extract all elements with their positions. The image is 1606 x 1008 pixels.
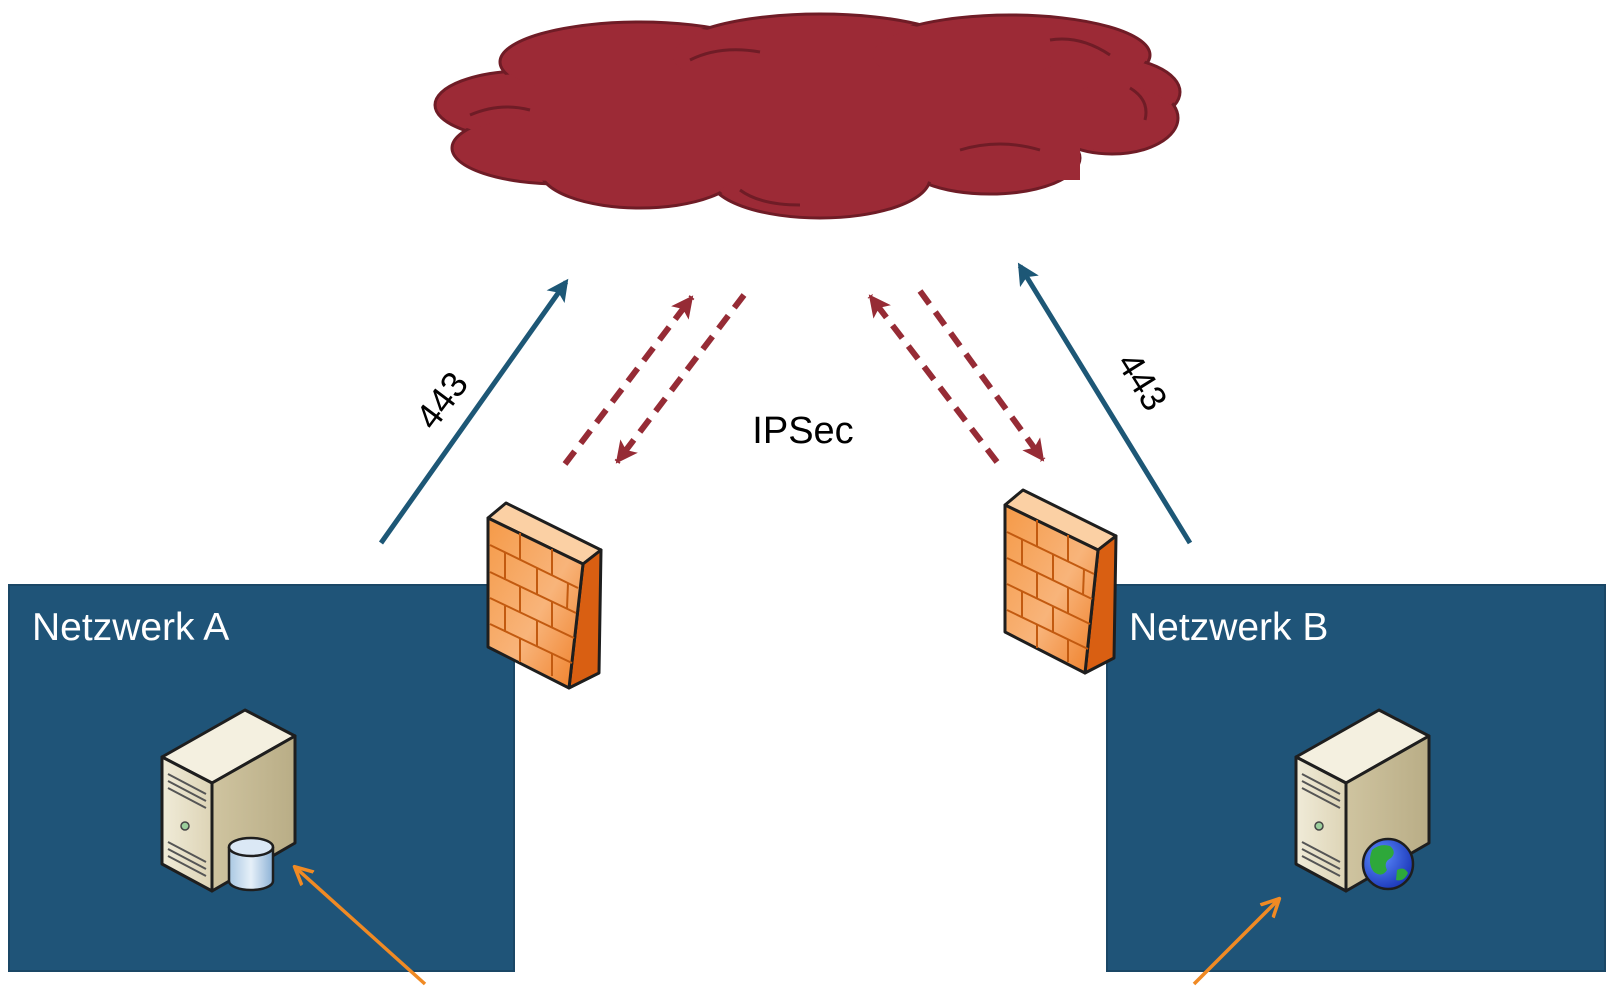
port-label-right: 443 — [1109, 345, 1176, 418]
ipsec-arrow-right-down — [917, 289, 1046, 462]
ipsec-arrow-left-down — [614, 293, 747, 464]
pointer-arrow-b — [1192, 900, 1278, 986]
https-arrow-left — [378, 278, 569, 545]
network-b-label: Netzwerk B — [1129, 606, 1329, 649]
pointer-arrow-a — [296, 868, 427, 986]
https-arrow-right — [1017, 262, 1193, 545]
ipsec-arrow-left-up — [562, 295, 695, 466]
cloud-icon — [433, 12, 1182, 220]
firewall-icon — [486, 501, 603, 690]
web-server-icon — [1294, 708, 1431, 893]
ipsec-arrow-right-up — [867, 294, 1000, 464]
ipsec-label: IPSec — [752, 410, 853, 452]
database-server-icon — [160, 708, 297, 893]
network-a-label: Netzwerk A — [32, 606, 230, 649]
firewall-icon — [1003, 488, 1118, 675]
